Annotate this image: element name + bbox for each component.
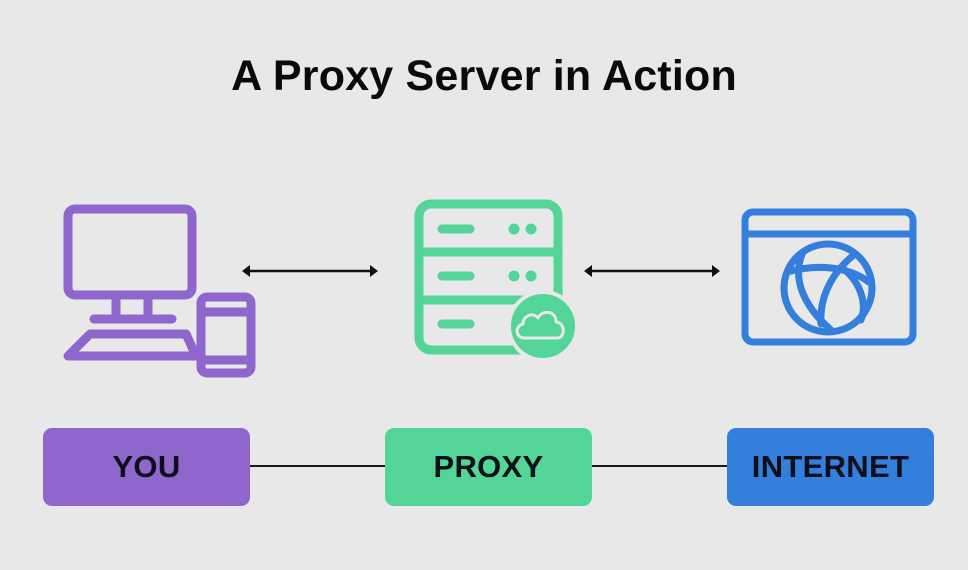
cloud-icon (515, 310, 565, 340)
server-leds (508, 223, 537, 282)
browser-window (741, 208, 917, 346)
node-you: YOU (43, 428, 250, 506)
bidirectional-arrow-proxy-internet (584, 265, 720, 277)
cloud-badge (507, 290, 579, 362)
bidirectional-arrow-you-proxy (242, 265, 378, 277)
server-cloud-icon (414, 199, 579, 362)
node-proxy-label: PROXY (433, 449, 544, 484)
connector-you-proxy (250, 465, 385, 467)
node-internet: INTERNET (727, 428, 934, 506)
monitor-screen (63, 204, 197, 300)
node-you-label: YOU (112, 449, 181, 484)
diagram-title: A Proxy Server in Action (231, 52, 737, 100)
server-rack (414, 199, 563, 355)
arrowhead-right (370, 265, 378, 277)
globe-meridian-2 (783, 263, 873, 286)
connector-proxy-internet (592, 465, 727, 467)
arrowhead-right (712, 265, 720, 277)
browser-globe-icon (741, 208, 917, 346)
globe-meridian-4 (841, 266, 867, 324)
node-proxy: PROXY (385, 428, 592, 506)
node-internet-label: INTERNET (751, 449, 910, 484)
arrowhead-left (584, 265, 592, 277)
keyboard (63, 329, 201, 361)
arrowhead-left (242, 265, 250, 277)
desktop-and-phone-icon (63, 204, 256, 378)
globe-meridian-3 (817, 250, 859, 328)
